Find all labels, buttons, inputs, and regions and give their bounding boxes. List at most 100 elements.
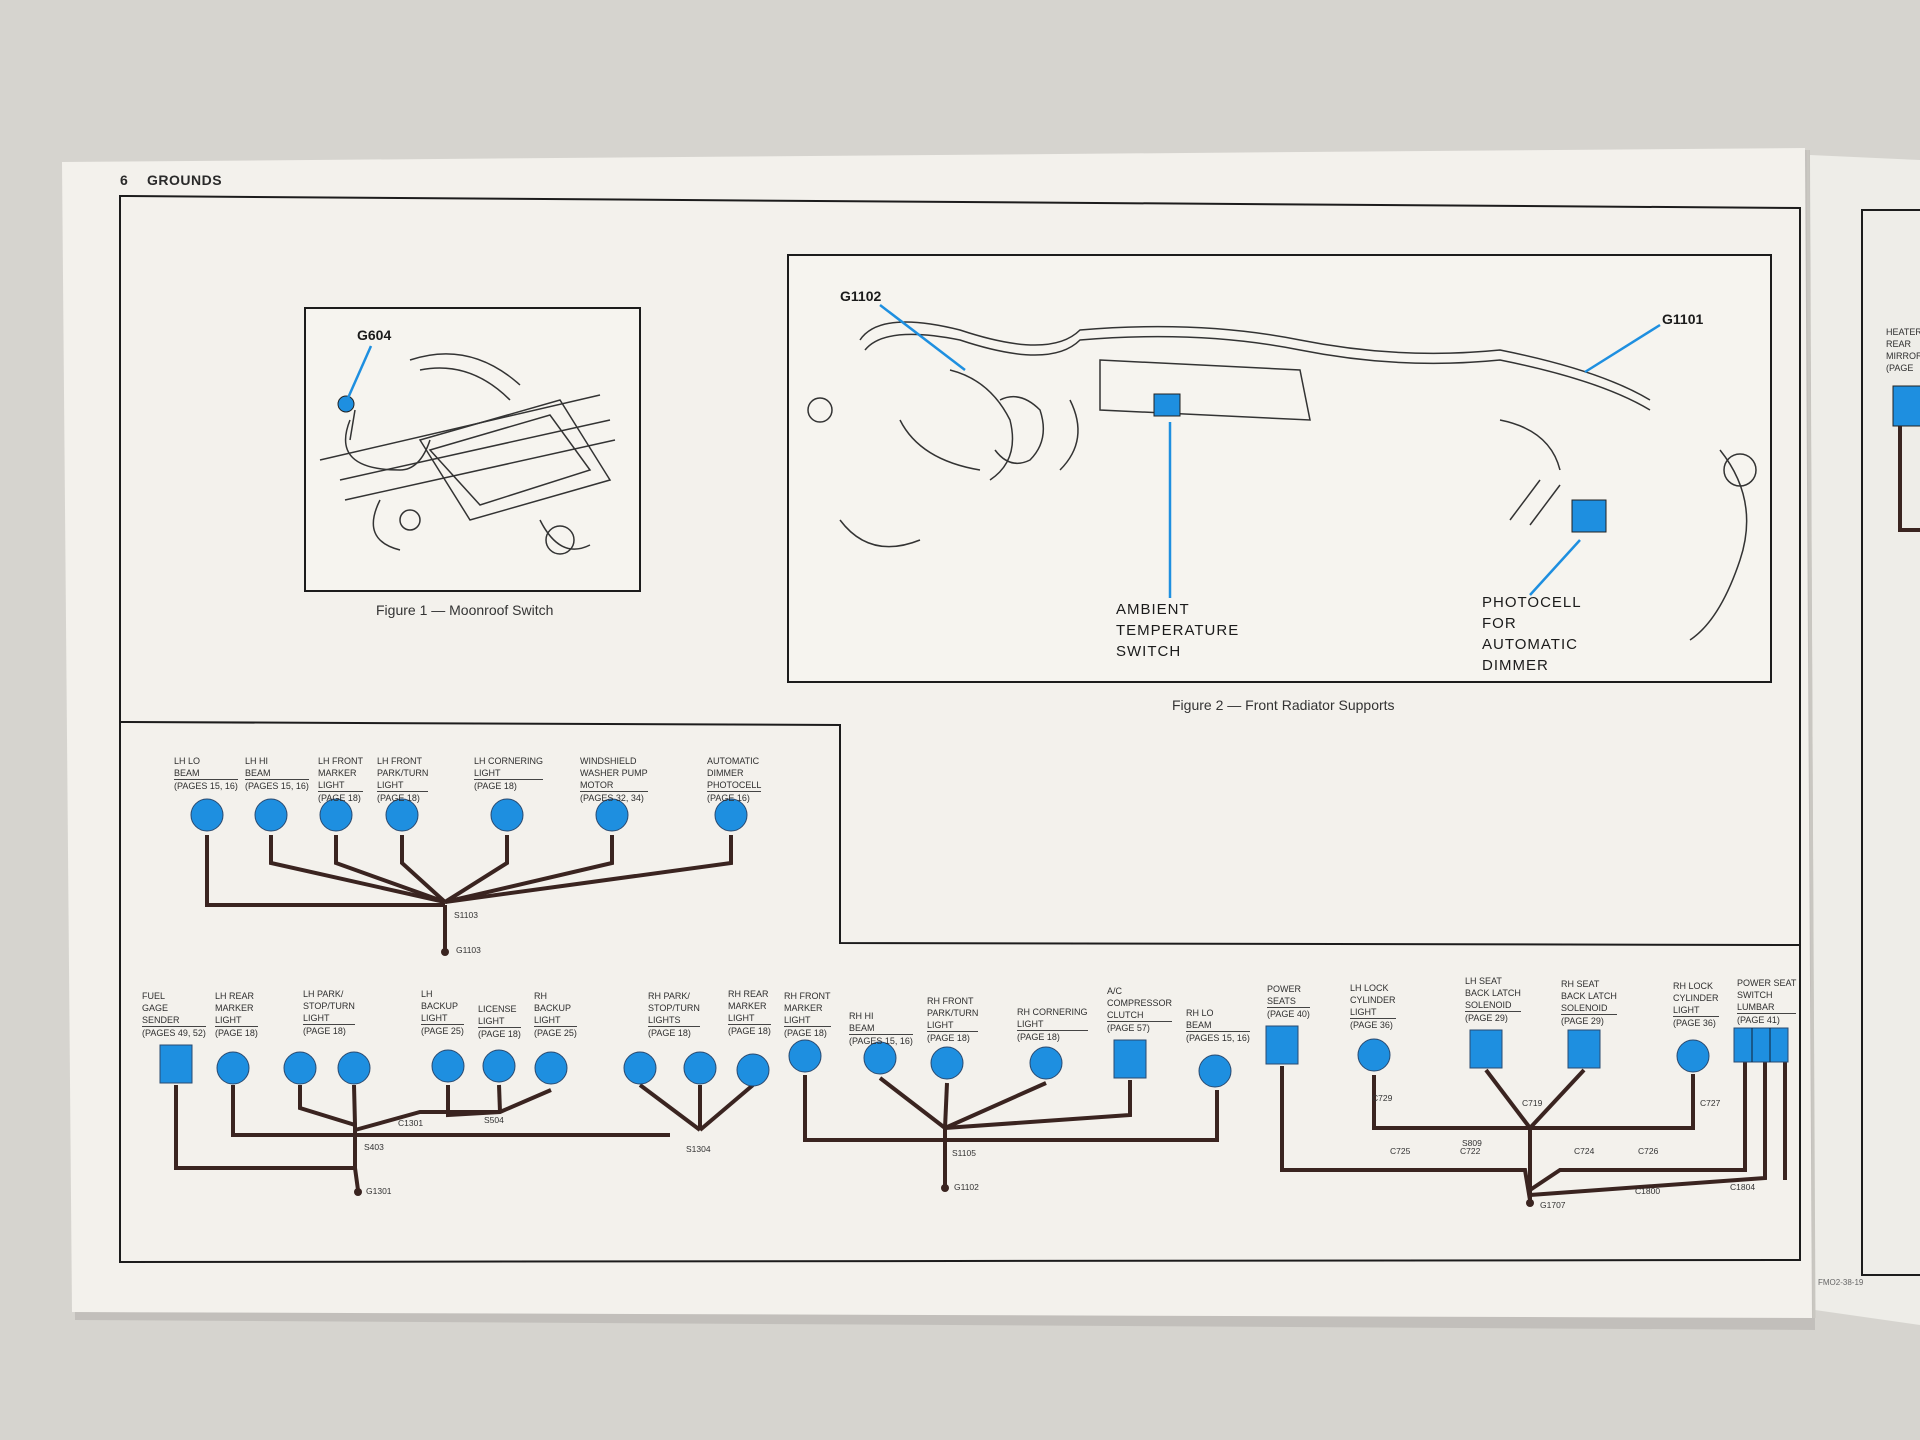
- ambient-switch-marker: [1153, 393, 1181, 417]
- lower-label-1: LH REAR MARKER LIGHT(PAGE 18): [215, 990, 258, 1039]
- upper-label-4-name: LH CORNERING LIGHT: [474, 756, 544, 780]
- lower-wire-14: [944, 1080, 1132, 1130]
- lower-comp-17: [1357, 1038, 1391, 1072]
- lower-label-5: RH BACKUP LIGHT(PAGE 25): [534, 990, 577, 1039]
- upper-label-0-ref: (PAGES 15, 16): [174, 781, 238, 791]
- lower-comp-13: [1029, 1046, 1063, 1080]
- lower-comp-12: [930, 1046, 964, 1080]
- lower-label-17: RH SEAT BACK LATCH SOLENOID(PAGE 29): [1561, 978, 1617, 1027]
- upper-wire-5: [444, 835, 614, 904]
- right-page-frame: [1861, 209, 1920, 1276]
- lower-wire-13: [944, 1081, 1047, 1130]
- lower-comp-15: [1198, 1054, 1232, 1088]
- figure1-illustration: [319, 353, 616, 555]
- lower-label-1-name: LH REAR MARKER LIGHT: [215, 990, 258, 1027]
- lower-label-18-name: RH LOCK CYLINDER LIGHT: [1673, 981, 1719, 1017]
- lower-label-12-name: A/C COMPRESSOR CLUTCH: [1107, 986, 1173, 1022]
- lower-ground-symbol-0: [354, 1188, 362, 1196]
- lower-comp-2: [283, 1051, 317, 1085]
- s504-label: S504: [484, 1115, 504, 1125]
- lower-label-3-name: LH BACKUP LIGHT: [421, 988, 464, 1025]
- upper-ground-symbol: [441, 948, 449, 956]
- upper-label-6: AUTOMATIC DIMMER PHOTOCELL(PAGE 16): [707, 755, 762, 804]
- lower-label-3-ref: (PAGE 25): [421, 1026, 464, 1036]
- upper-label-4: LH CORNERING LIGHT(PAGE 18): [474, 755, 544, 792]
- lower-label-19: POWER SEAT SWITCH LUMBAR(PAGE 41): [1737, 977, 1797, 1026]
- lower-label-0-name: FUEL GAGE SENDER: [142, 990, 206, 1027]
- g604-marker: [337, 395, 355, 413]
- lower-label-3: LH BACKUP LIGHT(PAGE 25): [421, 988, 464, 1037]
- lower-comp-18: [1469, 1029, 1503, 1069]
- lower-wire-2: [298, 1085, 357, 1168]
- lower-comp-0: [159, 1044, 193, 1084]
- lower-wire-19: [1528, 1068, 1586, 1130]
- lower-wire-18: [1484, 1068, 1532, 1130]
- lower-label-16: LH SEAT BACK LATCH SOLENOID(PAGE 29): [1465, 975, 1521, 1024]
- lower-label-0: FUEL GAGE SENDER(PAGES 49, 52): [142, 990, 206, 1039]
- right-page-component: [1892, 385, 1920, 427]
- lower-label-17-ref: (PAGE 29): [1561, 1016, 1604, 1026]
- lower-ground-symbol-2: [1526, 1199, 1534, 1207]
- connector-label-6: C727: [1700, 1098, 1721, 1108]
- upper-comp-4: [490, 798, 524, 832]
- connector-label-8: C1804: [1730, 1182, 1756, 1192]
- s1105-label: S1105: [952, 1148, 976, 1158]
- photocell-leader: [1529, 539, 1581, 596]
- lower-wire-1: [231, 1085, 670, 1137]
- upper-comp-0: [190, 798, 224, 832]
- lower-label-7: RH REAR MARKER LIGHT(PAGE 18): [728, 988, 771, 1037]
- lower-label-11-ref: (PAGE 18): [1017, 1032, 1060, 1042]
- lower-label-2-name: LH PARK/ STOP/TURN LIGHT: [303, 989, 355, 1025]
- section-divider: [119, 721, 1801, 946]
- lower-label-2: LH PARK/ STOP/TURN LIGHT(PAGE 18): [303, 988, 355, 1037]
- lower-comp-9: [736, 1053, 770, 1087]
- lower-label-8-name: RH FRONT MARKER LIGHT: [784, 991, 831, 1027]
- ambient-callout: AMBIENT TEMPERATURE SWITCH: [1116, 601, 1240, 660]
- lower-label-14-name: POWER SEATS: [1267, 983, 1310, 1008]
- upper-comp-1: [254, 798, 288, 832]
- lower-wire-7: [638, 1083, 702, 1132]
- lower-label-13-ref: (PAGES 15, 16): [1186, 1033, 1250, 1043]
- lower-wire-9: [698, 1083, 755, 1132]
- lower-label-10-ref: (PAGE 18): [927, 1033, 970, 1043]
- upper-wire-4: [443, 835, 509, 904]
- upper-wire-3: [400, 835, 447, 904]
- lower-label-19-ref: (PAGE 41): [1737, 1015, 1780, 1025]
- s1103-label: S1103: [454, 910, 478, 920]
- right-page-wire: [1898, 426, 1920, 532]
- figure1-box: [304, 307, 641, 592]
- upper-label-3-name: LH FRONT PARK/TURN LIGHT: [377, 756, 429, 792]
- lower-label-7-name: RH REAR MARKER LIGHT: [728, 988, 771, 1025]
- upper-label-0: LH LO BEAM(PAGES 15, 16): [174, 755, 238, 792]
- lower-label-16-name: LH SEAT BACK LATCH SOLENOID: [1465, 976, 1521, 1012]
- lower-wire-22: [1528, 1062, 1747, 1192]
- photocell-callout: PHOTOCELL FOR AUTOMATIC DIMMER: [1482, 594, 1582, 674]
- figure2-caption: Figure 2 — Front Radiator Supports: [1172, 697, 1395, 713]
- lower-wire-10: [803, 1075, 1219, 1142]
- lower-label-15-name: LH LOCK CYLINDER LIGHT: [1350, 983, 1396, 1019]
- lower-label-8: RH FRONT MARKER LIGHT(PAGE 18): [784, 990, 831, 1039]
- lower-label-11-name: RH CORNERING LIGHT: [1017, 1007, 1088, 1031]
- upper-wire-6: [444, 835, 733, 904]
- g1101-fig-label: G1101: [1662, 311, 1704, 327]
- upper-label-6-ref: (PAGE 16): [707, 793, 750, 803]
- s403-label: S403: [364, 1142, 384, 1152]
- upper-label-2-ref: (PAGE 18): [318, 793, 361, 803]
- g1101-leader: [1584, 323, 1661, 374]
- lower-label-7-ref: (PAGE 18): [728, 1026, 771, 1036]
- upper-label-1-name: LH HI BEAM: [245, 755, 309, 780]
- lower-label-9-ref: (PAGES 15, 16): [849, 1036, 913, 1046]
- upper-label-6-name: AUTOMATIC DIMMER PHOTOCELL: [707, 756, 762, 792]
- lower-label-0-ref: (PAGES 49, 52): [142, 1028, 206, 1038]
- lower-label-6-ref: (PAGE 18): [648, 1028, 691, 1038]
- lower-label-13: RH LO BEAM(PAGES 15, 16): [1186, 1007, 1250, 1044]
- lower-label-6: RH PARK/ STOP/TURN LIGHTS(PAGE 18): [648, 990, 700, 1039]
- upper-circuit-wires: [205, 835, 733, 950]
- upper-wire-1: [269, 835, 446, 904]
- figure1-caption: Figure 1 — Moonroof Switch: [376, 602, 554, 618]
- lower-label-14-ref: (PAGE 40): [1267, 1009, 1310, 1019]
- section-title: GROUNDS: [147, 172, 223, 188]
- g1707-label: G1707: [1540, 1200, 1566, 1210]
- upper-label-3-ref: (PAGE 18): [377, 793, 420, 803]
- figure2-illustration: [807, 321, 1757, 641]
